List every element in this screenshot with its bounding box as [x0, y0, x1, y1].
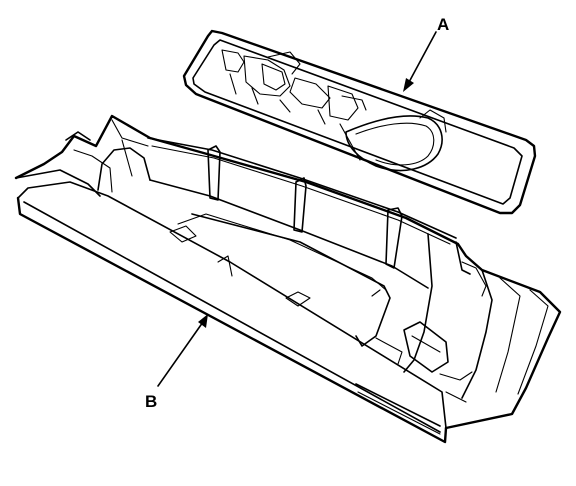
callout-a-leader: [403, 31, 437, 92]
part-a-tray: [182, 29, 537, 215]
callout-b-leader: [157, 314, 208, 387]
part-b-console: [14, 114, 562, 444]
callout-b-label: B: [145, 392, 158, 411]
callout-a-label: A: [437, 15, 450, 34]
